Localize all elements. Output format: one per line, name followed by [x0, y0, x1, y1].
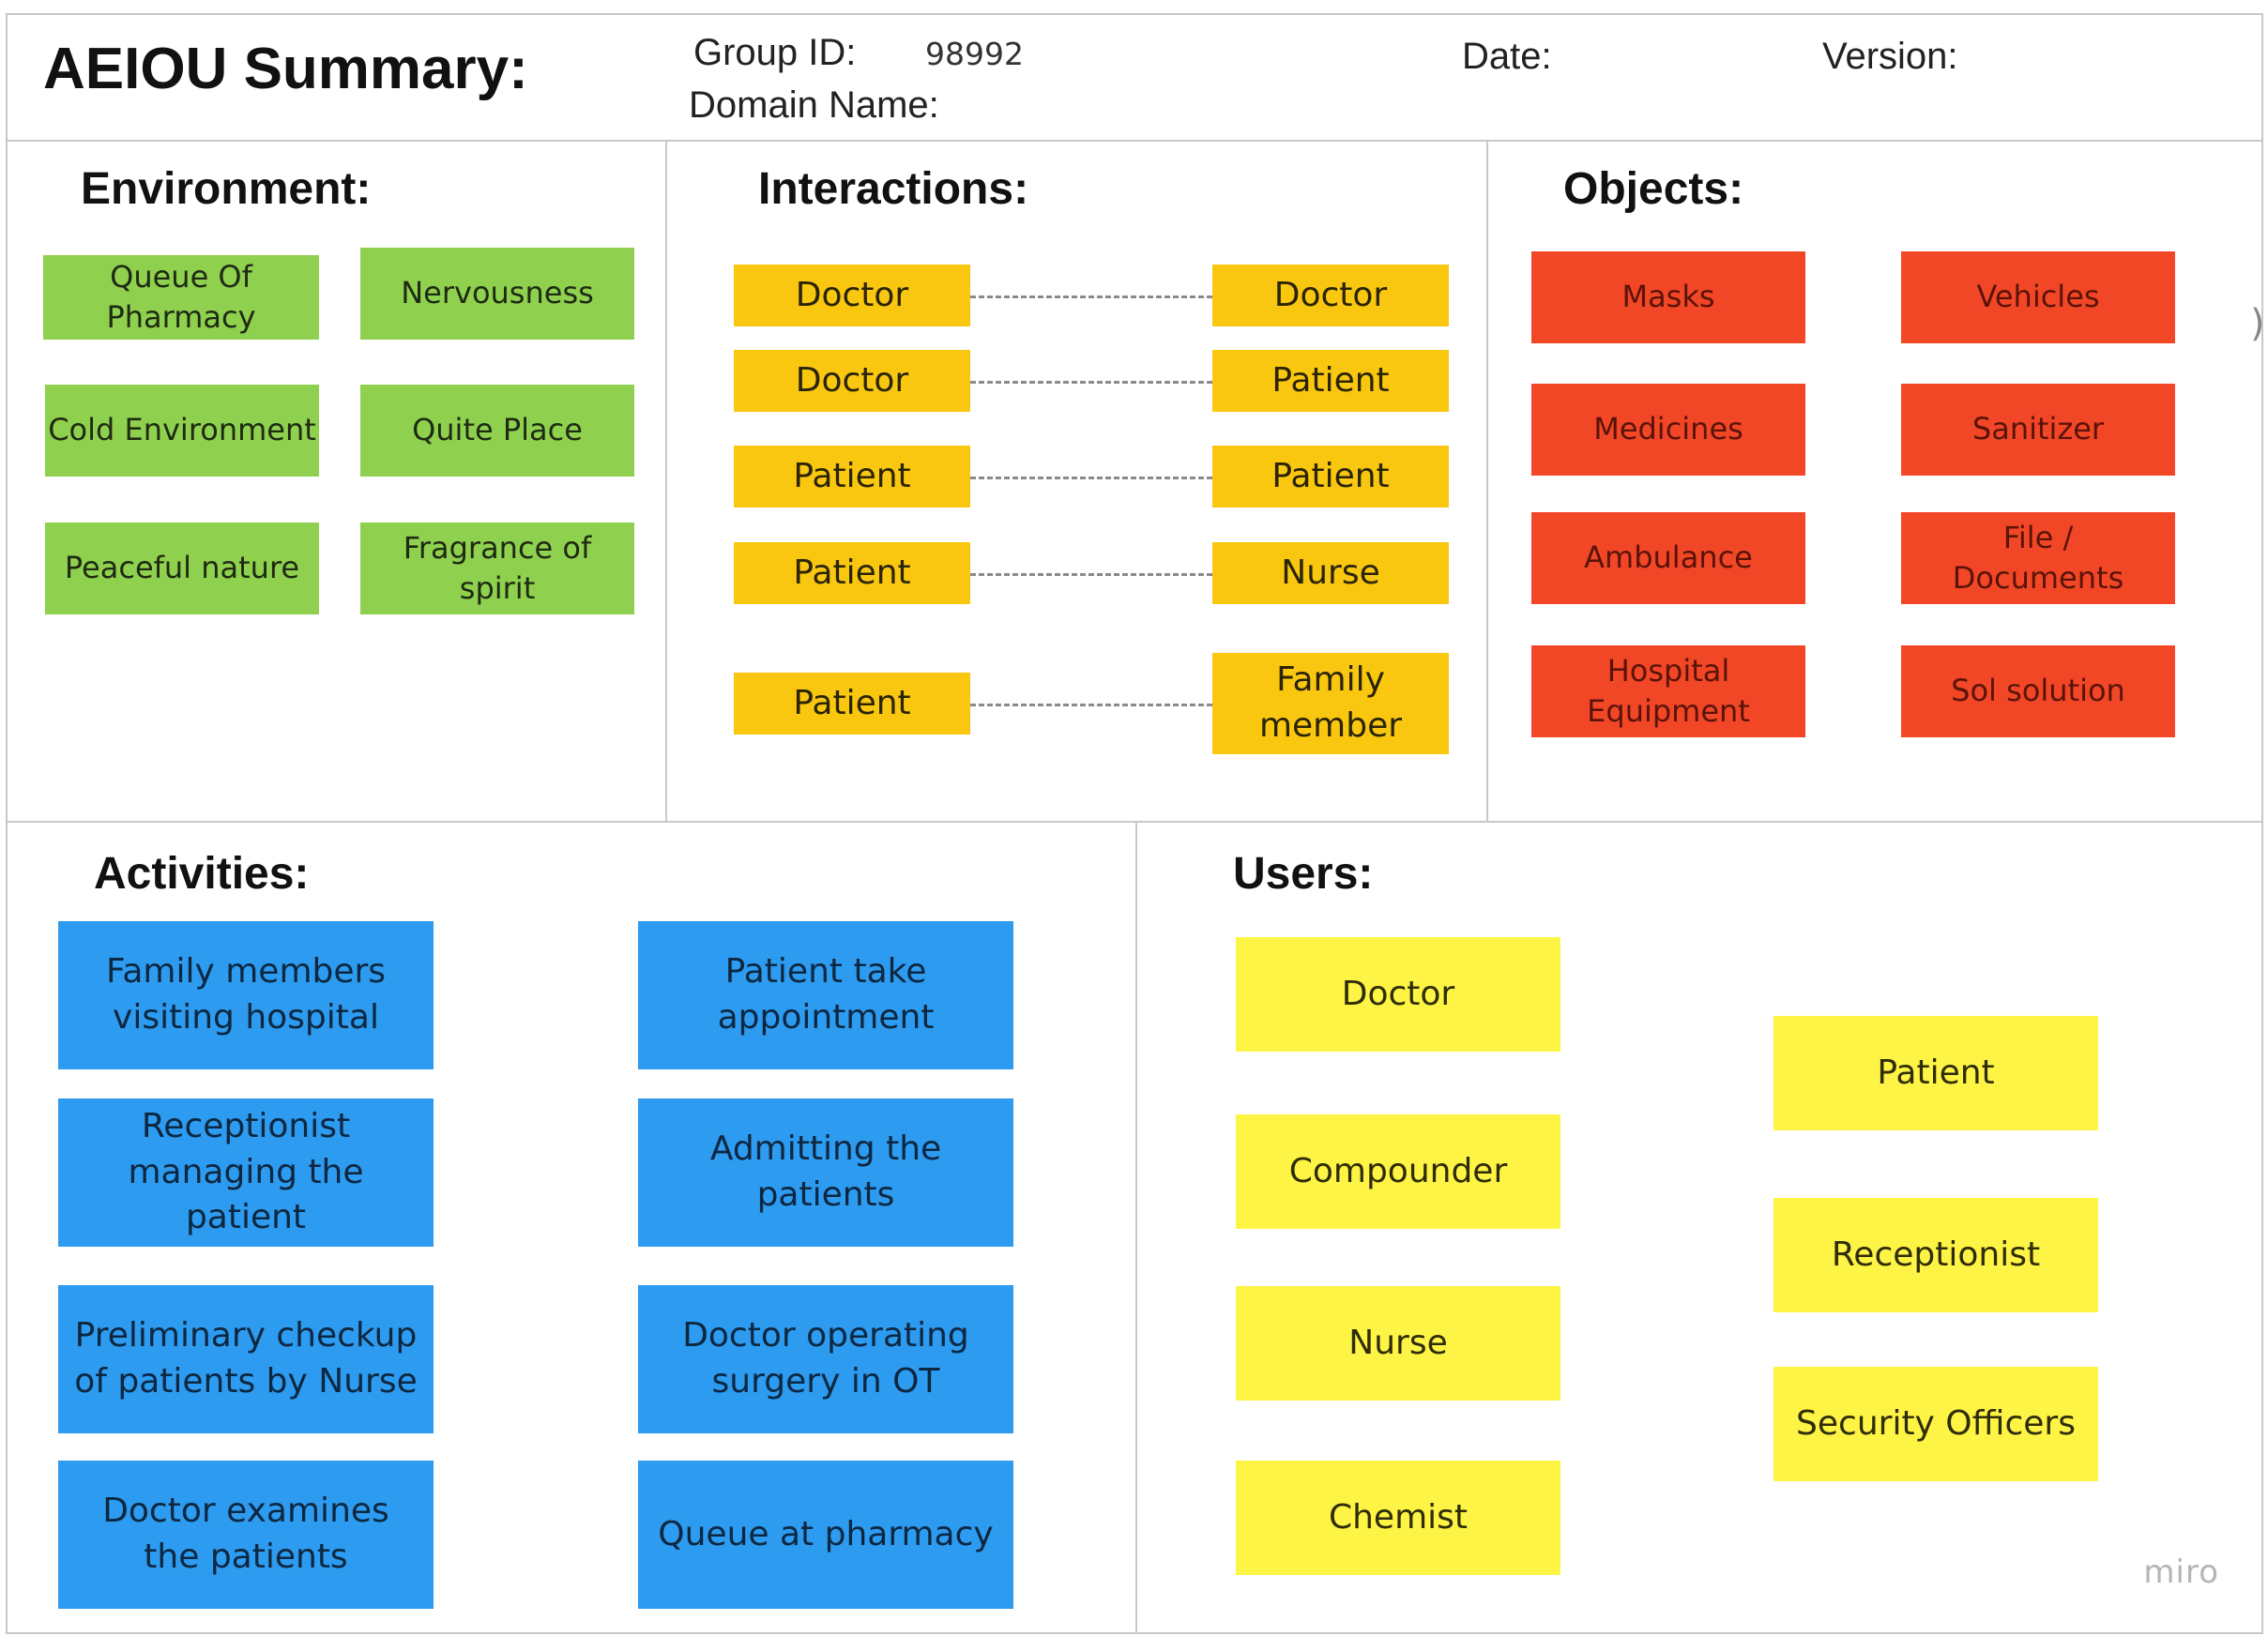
miro-watermark: miro: [2143, 1553, 2219, 1591]
interaction-connector: [970, 381, 1212, 384]
object-note[interactable]: Medicines: [1531, 384, 1805, 476]
group-id-label: Group ID:: [693, 32, 857, 73]
user-note[interactable]: Doctor: [1236, 937, 1560, 1052]
interaction-to-note[interactable]: Nurse: [1212, 542, 1449, 604]
offscreen-connector-mark: ): [2250, 302, 2265, 345]
domain-name-label: Domain Name:: [689, 84, 939, 126]
aeiou-board: [6, 13, 2263, 1634]
environment-note[interactable]: Quite Place: [360, 385, 634, 477]
activity-note[interactable]: Receptionist managing the patient: [58, 1098, 434, 1247]
interaction-from-note[interactable]: Patient: [734, 542, 970, 604]
interaction-from-note[interactable]: Doctor: [734, 350, 970, 412]
activity-note[interactable]: Doctor operating surgery in OT: [638, 1285, 1013, 1433]
activity-note[interactable]: Patient take appointment: [638, 921, 1013, 1069]
environment-note[interactable]: Fragrance of spirit: [360, 523, 634, 614]
environment-note[interactable]: Nervousness: [360, 248, 634, 340]
object-note[interactable]: Ambulance: [1531, 512, 1805, 604]
user-note[interactable]: Patient: [1773, 1016, 2098, 1130]
activity-note[interactable]: Admitting the patients: [638, 1098, 1013, 1247]
date-label: Date:: [1462, 36, 1552, 77]
environment-title: Environment:: [81, 164, 372, 214]
environment-note[interactable]: Peaceful nature: [45, 523, 319, 614]
interaction-from-note[interactable]: Patient: [734, 673, 970, 735]
interactions-objects-divider: [1486, 140, 1488, 822]
user-note[interactable]: Compounder: [1236, 1114, 1560, 1229]
interaction-to-note[interactable]: Doctor: [1212, 265, 1449, 326]
users-title: Users:: [1233, 849, 1374, 899]
environment-note[interactable]: Cold Environment: [45, 385, 319, 477]
object-note[interactable]: File / Documents: [1901, 512, 2175, 604]
user-note[interactable]: Receptionist: [1773, 1198, 2098, 1312]
user-note[interactable]: Security Officers: [1773, 1367, 2098, 1481]
interaction-connector: [970, 573, 1212, 576]
object-note[interactable]: Hospital Equipment: [1531, 645, 1805, 737]
object-note[interactable]: Sol solution: [1901, 645, 2175, 737]
interaction-from-note[interactable]: Patient: [734, 446, 970, 507]
middle-divider: [6, 821, 2263, 823]
user-note[interactable]: Chemist: [1236, 1461, 1560, 1575]
activities-users-divider: [1135, 821, 1137, 1634]
interaction-to-note[interactable]: Family member: [1212, 653, 1449, 754]
env-interactions-divider: [665, 140, 667, 822]
version-label: Version:: [1822, 36, 1958, 77]
object-note[interactable]: Masks: [1531, 251, 1805, 343]
objects-title: Objects:: [1563, 164, 1744, 214]
activities-title: Activities:: [94, 849, 310, 899]
interaction-to-note[interactable]: Patient: [1212, 350, 1449, 412]
interaction-from-note[interactable]: Doctor: [734, 265, 970, 326]
interactions-title: Interactions:: [758, 164, 1029, 214]
interaction-connector: [970, 704, 1212, 706]
interaction-connector: [970, 295, 1212, 298]
group-id-value: 98992: [925, 36, 1024, 72]
page-title: AEIOU Summary:: [43, 37, 528, 101]
object-note[interactable]: Vehicles: [1901, 251, 2175, 343]
user-note[interactable]: Nurse: [1236, 1286, 1560, 1401]
activity-note[interactable]: Queue at pharmacy: [638, 1461, 1013, 1609]
object-note[interactable]: Sanitizer: [1901, 384, 2175, 476]
interaction-to-note[interactable]: Patient: [1212, 446, 1449, 507]
header-divider: [6, 140, 2263, 142]
activity-note[interactable]: Doctor examines the patients: [58, 1461, 434, 1609]
activity-note[interactable]: Preliminary checkup of patients by Nurse: [58, 1285, 434, 1433]
interaction-connector: [970, 477, 1212, 479]
environment-note[interactable]: Queue Of Pharmacy: [43, 255, 319, 340]
activity-note[interactable]: Family members visiting hospital: [58, 921, 434, 1069]
